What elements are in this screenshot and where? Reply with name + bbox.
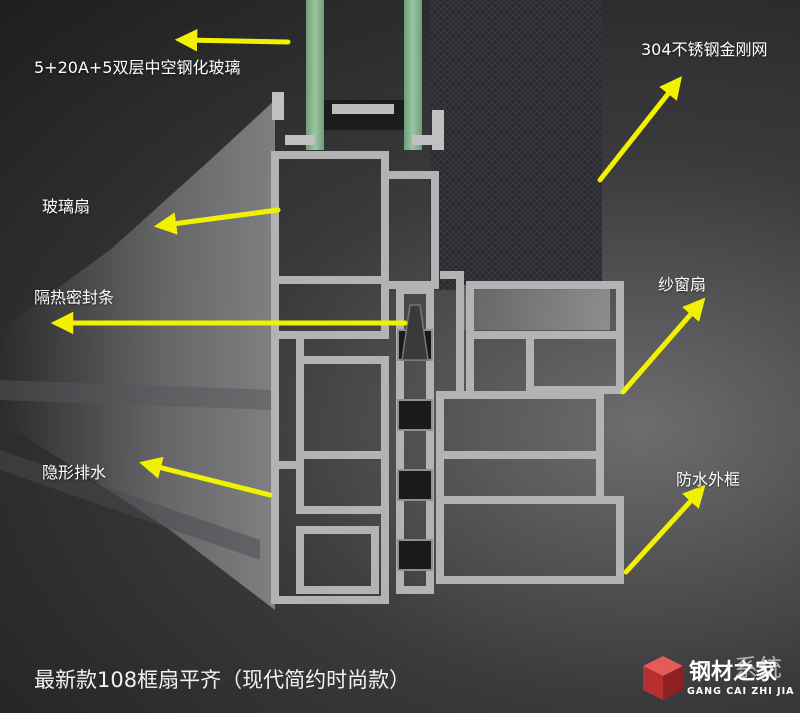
arrow-icon	[50, 28, 706, 575]
watermark-partial-text: 系统	[734, 654, 782, 682]
watermark-text: 钢材之家	[689, 660, 778, 685]
label-sash: 玻璃扇	[42, 197, 91, 216]
profile-extrusion	[0, 100, 275, 610]
label-mesh: 304不锈钢金刚网	[641, 40, 768, 59]
logo-cube-icon	[643, 656, 683, 700]
glass-pane-right	[404, 0, 422, 150]
label-drain: 隐形排水	[42, 463, 107, 482]
label-seal: 隔热密封条	[34, 288, 115, 307]
watermark-logo: 钢材之家 GANG CAI ZHI JIA	[641, 648, 800, 708]
label-frame: 防水外框	[676, 470, 741, 489]
aluminum-profile	[271, 151, 624, 604]
label-glass: 5+20A+5双层中空钢化玻璃	[34, 58, 241, 77]
label-screen-sash: 纱窗扇	[658, 275, 707, 294]
caption: 最新款108框扇平齐（现代简约时尚款）	[34, 668, 411, 692]
stainless-mesh	[430, 0, 602, 290]
watermark-pinyin: GANG CAI ZHI JIA	[687, 686, 795, 697]
glass-pane-left	[306, 0, 324, 150]
